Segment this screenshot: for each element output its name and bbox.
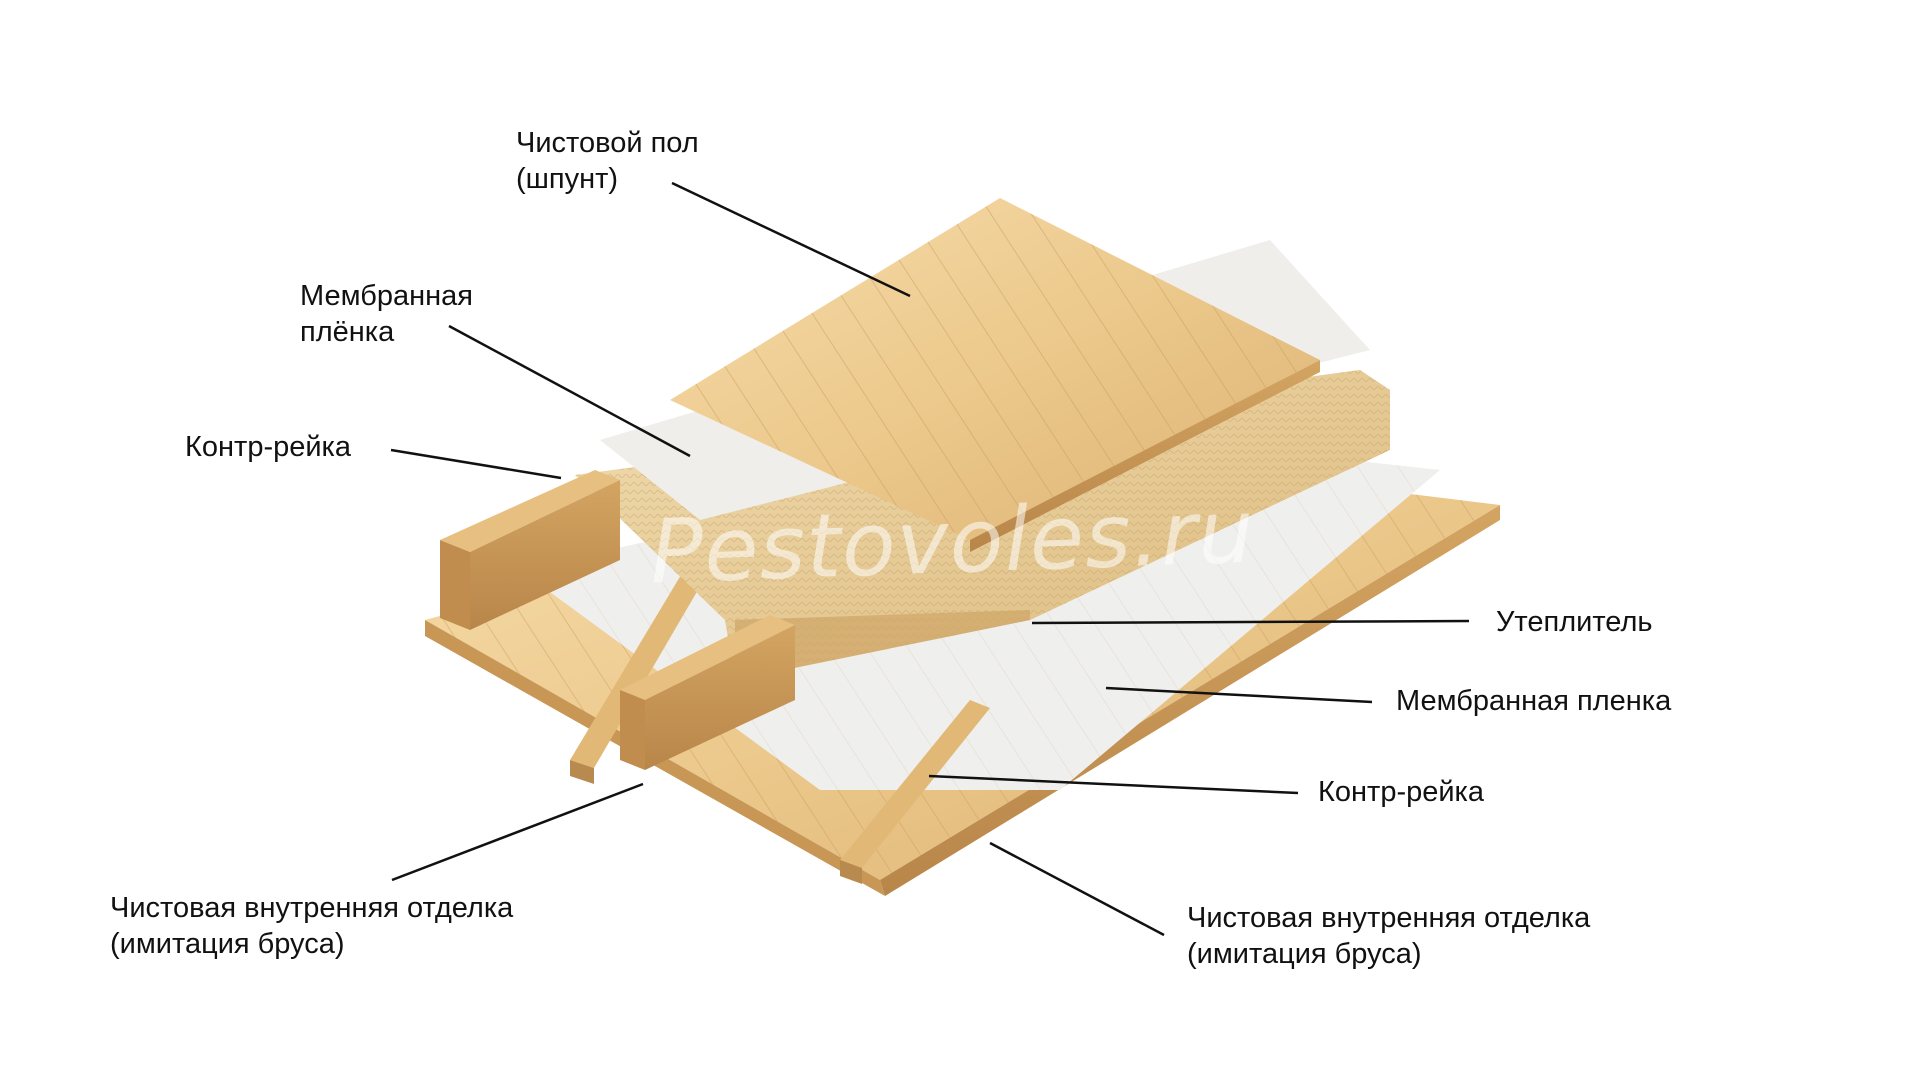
left-counter-battens (440, 470, 795, 770)
label-membrane-top: Мембранная плёнка (300, 278, 473, 350)
label-counter-batten-bottom: Контр-рейка (1318, 774, 1484, 810)
label-insulation: Утеплитель (1496, 604, 1652, 640)
label-insulation-line1: Утеплитель (1496, 606, 1653, 638)
callout-lines (390, 181, 1470, 937)
label-interior-finish-right-line2: (имитация бруса) (1187, 938, 1422, 970)
pointer-finish-floor (671, 181, 911, 298)
label-interior-finish-right-line1: Чистовая внутренняя отделка (1187, 902, 1591, 934)
watermark-text: Pestovoles.ru (648, 479, 1257, 604)
label-finish-floor-line1: Чистовой пол (516, 127, 699, 159)
pointer-insulation (1031, 619, 1470, 625)
pointer-interior-finish-right (989, 841, 1165, 937)
label-interior-finish-left: Чистовая внутренняя отделка (имитация бр… (110, 890, 513, 962)
label-membrane-bottom-line1: Мембранная пленка (1396, 685, 1672, 717)
label-membrane-top-line2: плёнка (300, 316, 395, 348)
lower-counter-battens (570, 560, 990, 884)
pointer-membrane-top (448, 324, 691, 458)
label-interior-finish-left-line2: (имитация бруса) (110, 928, 345, 960)
label-membrane-top-line1: Мембранная (300, 280, 473, 312)
label-finish-floor-line2: (шпунт) (516, 163, 619, 195)
label-interior-finish-left-line1: Чистовая внутренняя отделка (110, 892, 514, 924)
label-counter-batten-top: Контр-рейка (185, 429, 351, 465)
pointer-interior-finish-left (391, 782, 644, 882)
finish-floor-boards (670, 198, 1320, 552)
pointer-counter-batten-bottom (928, 774, 1299, 795)
label-interior-finish-right: Чистовая внутренняя отделка (имитация бр… (1187, 900, 1590, 972)
label-finish-floor: Чистовой пол (шпунт) (516, 125, 699, 197)
label-counter-batten-top-line1: Контр-рейка (185, 431, 352, 463)
pointer-counter-batten-top (390, 448, 562, 480)
label-counter-batten-bottom-line1: Контр-рейка (1318, 776, 1485, 808)
pointer-membrane-bottom (1105, 686, 1373, 704)
label-membrane-bottom: Мембранная пленка (1396, 683, 1671, 719)
